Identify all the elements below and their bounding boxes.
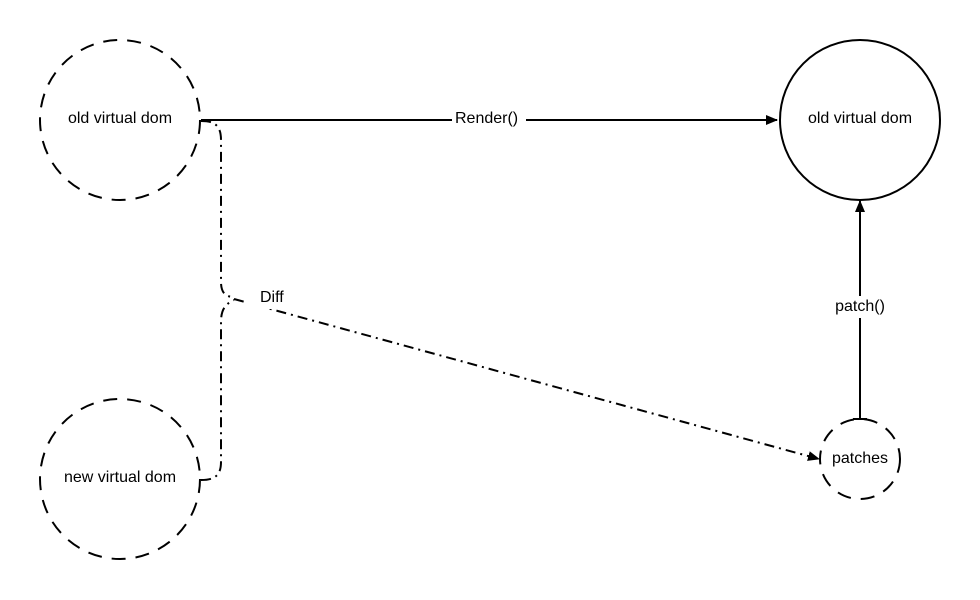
node-new-virtual-dom-label: new virtual dom — [64, 469, 176, 486]
edge-patch-label-bg — [828, 296, 892, 318]
node-old-virtual-dom-left-circle — [39, 39, 201, 201]
edge-diff-label: Diff — [260, 289, 284, 306]
edge-patch[interactable]: patch() — [828, 200, 892, 420]
node-old-virtual-dom-left[interactable]: old virtual dom — [39, 39, 201, 201]
edge-render-label: Render() — [455, 110, 518, 127]
node-patches-label: patches — [832, 450, 888, 467]
node-new-virtual-dom-circle — [39, 398, 201, 560]
node-old-virtual-dom-left-label: old virtual dom — [68, 110, 172, 127]
node-old-virtual-dom-right[interactable]: old virtual dom — [779, 39, 941, 201]
node-patches[interactable]: patches — [819, 418, 901, 500]
edge-render-label-bg — [452, 110, 526, 130]
node-old-virtual-dom-right-label: old virtual dom — [808, 110, 912, 127]
edge-diff[interactable]: Diff — [200, 120, 820, 481]
edge-diff-branch-bottom — [200, 299, 235, 481]
edge-diff-branch-top — [200, 120, 235, 298]
edge-patch-label: patch() — [835, 298, 885, 315]
edge-render[interactable]: Render() — [201, 110, 778, 130]
edge-diff-label-bg — [246, 287, 290, 309]
edge-diff-line — [233, 298, 820, 461]
node-patches-circle — [819, 418, 901, 500]
node-new-virtual-dom[interactable]: new virtual dom — [39, 398, 201, 560]
